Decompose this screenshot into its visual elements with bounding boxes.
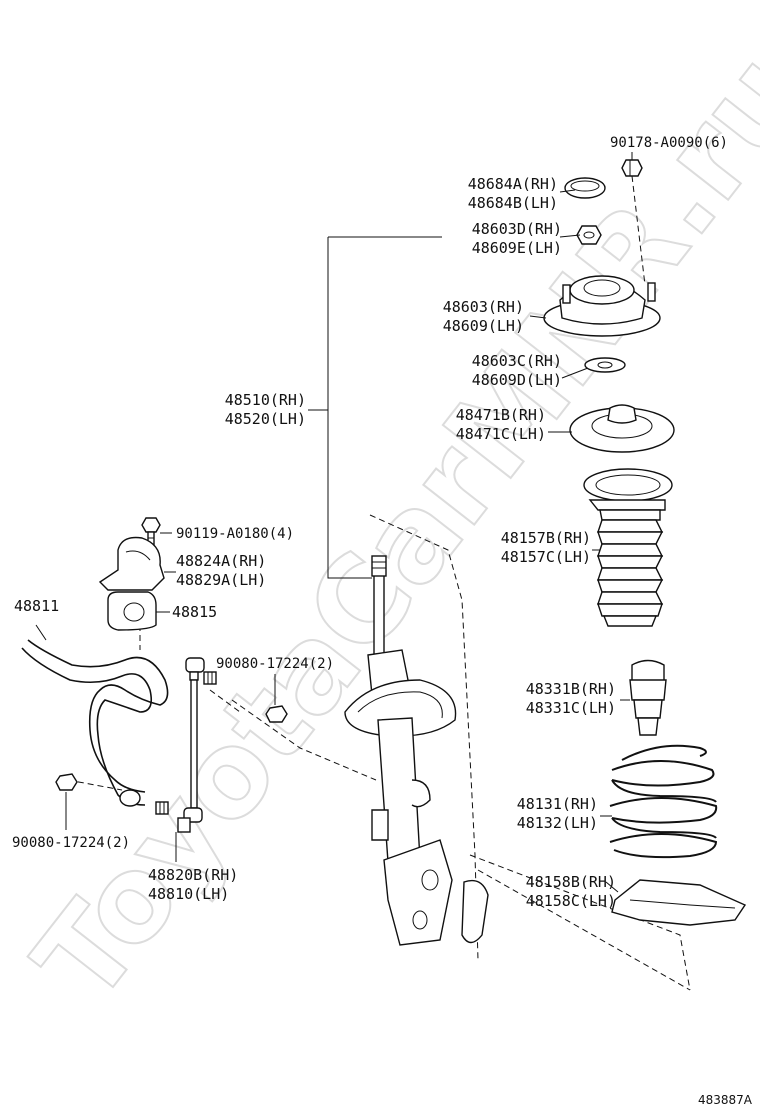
part-label-nut-center: 48603D(RH)48609E(LH) [472,220,562,257]
part-number: 90080-17224(2) [12,835,130,851]
bump-stopper-part [629,659,667,736]
part-number: 48157C(LH) [501,548,591,566]
part-number: 48684A(RH) [468,175,558,193]
part-label-boot: 48157B(RH)48157C(LH) [501,529,591,566]
part-number: 90178-A0090(6) [610,135,728,151]
upper-spring-seat-part [569,404,675,453]
link-upper-nut-part [265,705,288,723]
leader-lines [35,189,630,893]
dust-cap-part [564,177,606,199]
part-number: 48684B(LH) [468,194,558,212]
part-number: 48810(LH) [148,885,229,903]
part-number: 48603D(RH) [472,220,562,238]
reference-code: 483887A [698,1093,753,1107]
part-number: 48158C(LH) [526,892,616,910]
part-number: 48520(LH) [225,410,306,428]
part-number: 48471B(RH) [456,406,546,424]
part-label-spring: 48131(RH)48132(LH) [517,795,598,832]
link-joint-threads [155,671,217,815]
stabilizer-link-part [177,657,205,833]
lower-insulator-part [611,879,747,926]
part-number: 48609D(LH) [472,371,562,389]
part-label-nut-link-lower: 90080-17224(2) [12,835,130,851]
part-number: 48331C(LH) [526,699,616,717]
part-label-nut-link-upper: 90080-17224(2) [216,656,334,672]
part-number: 48824A(RH) [176,552,266,570]
coil-spring-part [609,744,718,859]
part-number: 48829A(LH) [176,571,266,589]
part-label-stabilizer-bar: 48811 [14,597,59,615]
strut-mount-support-part [543,275,661,337]
part-number: 48609(LH) [443,317,524,335]
part-label-bracket: 48824A(RH)48829A(LH) [176,552,266,589]
stabilizer-bushing-part [107,591,157,631]
part-label-link: 48820B(RH)48810(LH) [148,866,238,903]
washer-part [584,357,626,373]
part-number: 48131(RH) [517,795,598,813]
assembly-dashed-lines [67,514,691,991]
part-number: 48603C(RH) [472,352,562,370]
shock-absorber-part [344,555,489,946]
link-lower-nut-part [55,773,78,791]
dust-boot-part [583,468,673,627]
part-number: 48471C(LH) [456,425,546,443]
part-number: 48510(RH) [225,391,306,409]
part-number: 48815 [172,603,217,621]
part-number: 48811 [14,597,59,615]
part-number: 48157B(RH) [501,529,591,547]
stabilizer-bracket-part [98,536,165,591]
part-label-washer: 48603C(RH)48609D(LH) [472,352,562,389]
stabilizer-bar-part [21,639,169,807]
part-label-bushing: 48815 [172,603,217,621]
part-label-support: 48603(RH)48609(LH) [443,298,524,335]
part-number: 48820B(RH) [148,866,238,884]
part-label-strut: 48510(RH)48520(LH) [225,391,306,428]
part-label-insulator: 48158B(RH)48158C(LH) [526,873,616,910]
part-labels: 90178-A0090(6) 48684A(RH)48684B(LH) 48603D… [12,135,728,910]
part-number: 48603(RH) [443,298,524,316]
part-label-cap: 48684A(RH)48684B(LH) [468,175,558,212]
part-number: 48609E(LH) [472,239,562,257]
part-label-bolt-bracket: 90119-A0180(4) [176,526,294,542]
part-label-nut-top: 90178-A0090(6) [610,135,728,151]
part-number: 48331B(RH) [526,680,616,698]
part-label-seat: 48471B(RH)48471C(LH) [456,406,546,443]
part-number: 48158B(RH) [526,873,616,891]
top-mount-nut-part [621,152,646,286]
center-nut-part [576,225,602,245]
part-number: 48132(LH) [517,814,598,832]
part-number: 90080-17224(2) [216,656,334,672]
part-number: 90119-A0180(4) [176,526,294,542]
part-label-bumper: 48331B(RH)48331C(LH) [526,680,616,717]
